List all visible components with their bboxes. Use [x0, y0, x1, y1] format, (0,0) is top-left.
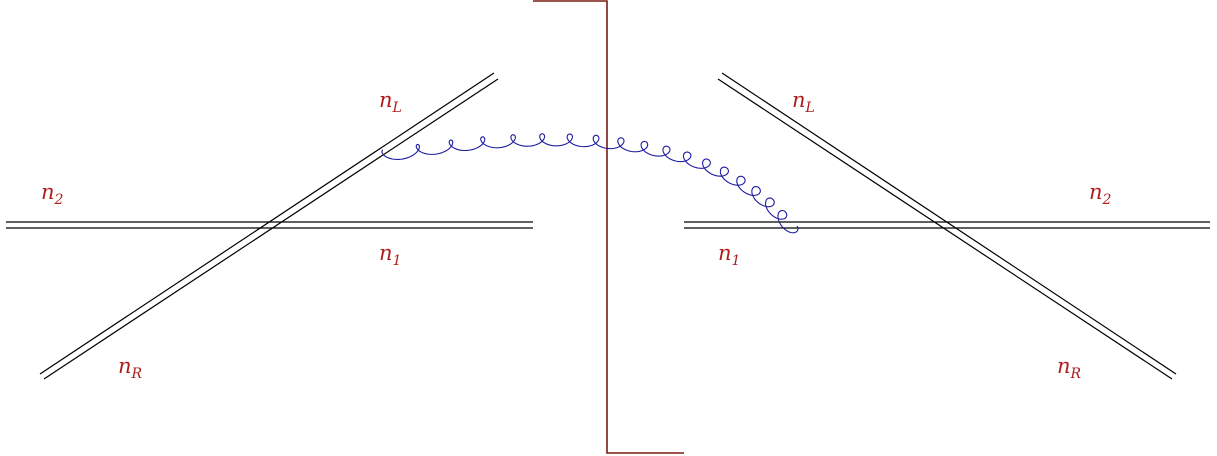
left-wilson-line-nL-nR [39, 72, 499, 380]
label-right-nL: nL [792, 88, 815, 116]
final-state-cut [533, 0, 684, 454]
label-left-n2: n2 [41, 180, 64, 208]
label-left-n1: n1 [379, 241, 401, 269]
gluon-line [381, 133, 799, 234]
left-wilson-line-n2-n1 [6, 221, 533, 229]
label-right-n1: n1 [718, 241, 740, 269]
label-right-n2: n2 [1089, 180, 1112, 208]
label-left-nL: nL [379, 88, 402, 116]
label-right-nR: nR [1057, 354, 1082, 382]
label-left-nR: nR [118, 354, 143, 382]
right-wilson-line-nL-nR [717, 72, 1177, 380]
right-wilson-line-n1-n2 [684, 221, 1210, 229]
